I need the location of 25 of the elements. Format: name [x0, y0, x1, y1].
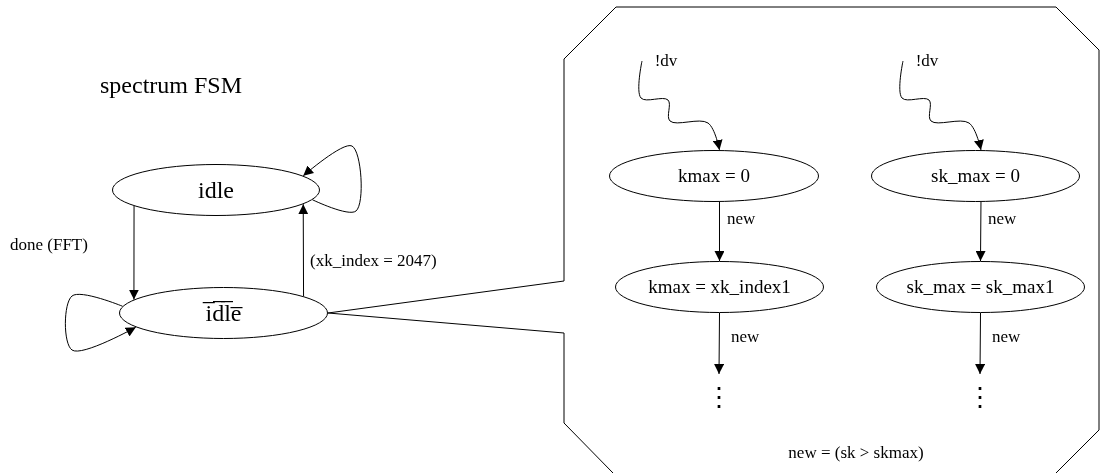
transition-arrow: [714, 312, 725, 375]
transition-arrow: [298, 203, 309, 297]
transition-arrow: [975, 201, 986, 262]
state-ellipse: sk_max = sk_max1: [876, 261, 1085, 313]
edge-label: done (FFT): [10, 236, 88, 255]
transition-arrow: [714, 201, 725, 262]
state-ellipse: kmax = xk_index1: [615, 261, 824, 313]
transition-arrow: [302, 145, 362, 213]
transition-arrow: [128, 205, 139, 301]
ellipsis-mark: ⋮: [709, 378, 729, 418]
edge-label: (xk_index = 2047): [310, 252, 437, 271]
zoom-line: [327, 280, 565, 314]
state-ellipse: i̅d̅l̅e̅: [119, 287, 328, 339]
diagram-heading: spectrum FSM: [100, 72, 242, 99]
signal-label: !dv: [911, 50, 943, 72]
ellipsis-mark: ⋮: [970, 378, 990, 418]
state-ellipse: kmax = 0: [609, 150, 819, 202]
transition-arrow: [64, 293, 137, 352]
zoom-line: [327, 312, 565, 334]
transition-arrow: [975, 312, 986, 375]
state-ellipse: sk_max = 0: [871, 150, 1080, 202]
transition-arrow: [899, 60, 984, 151]
state-ellipse: idle: [112, 164, 320, 216]
transition-arrow: [638, 60, 723, 151]
signal-label: !dv: [650, 50, 682, 72]
